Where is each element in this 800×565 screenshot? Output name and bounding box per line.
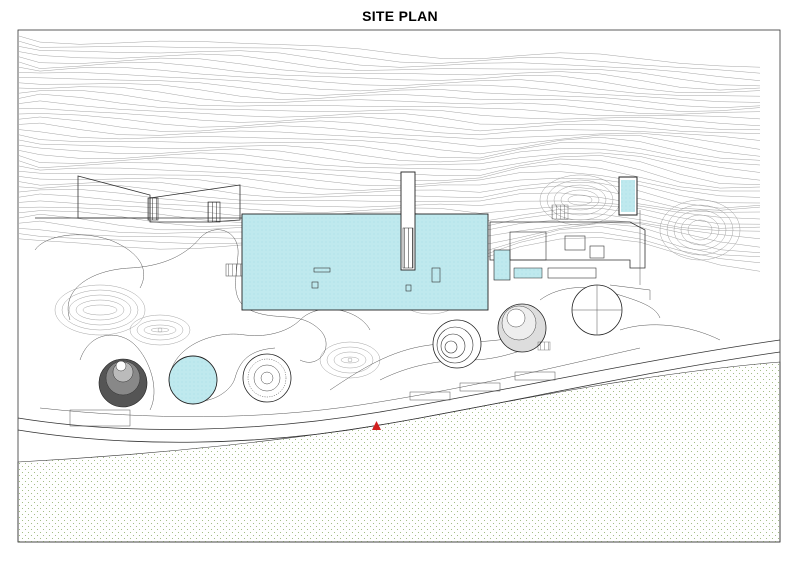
contour-loop (560, 189, 600, 211)
circle-structure-east (571, 284, 623, 336)
contour-line (18, 122, 761, 157)
contour-loop (129, 314, 191, 346)
contour-line (18, 61, 761, 93)
contour-loop (82, 304, 118, 316)
buildings-northwest (35, 175, 242, 223)
buildings-east (489, 176, 651, 300)
round-pool (168, 355, 218, 405)
contour-line (18, 77, 761, 109)
contour-line (18, 72, 761, 103)
page-title: SITE PLAN (362, 8, 438, 24)
contour-loop (666, 204, 734, 256)
contour-loop (546, 179, 614, 221)
contour-loop (673, 209, 727, 251)
contour-line (18, 165, 761, 198)
contour-line (18, 144, 761, 181)
contour-line (18, 40, 761, 74)
contour-line (18, 113, 761, 141)
contour-loop (659, 199, 741, 261)
contour-loop (553, 184, 607, 216)
contour-loop (687, 219, 713, 241)
contour-line (18, 100, 761, 131)
contour-line (18, 46, 761, 81)
contour-loop (61, 289, 139, 331)
contour-line (18, 150, 761, 185)
contour-line (18, 160, 760, 192)
contour-loop (347, 357, 353, 363)
contour-loop (340, 356, 360, 364)
contour-loop (75, 299, 125, 321)
contour-lines (18, 35, 761, 379)
contour-line (18, 51, 761, 87)
contour-line (18, 176, 761, 209)
road (17, 339, 781, 443)
contour-loop (680, 214, 720, 246)
contour-line (18, 56, 761, 91)
contour-line (18, 66, 761, 97)
contour-loop (157, 327, 163, 333)
contour-line (18, 93, 761, 127)
contour-line (18, 139, 761, 173)
contour-loop (319, 341, 381, 379)
contour-line (18, 116, 761, 150)
contour-line (18, 108, 761, 134)
main-pool (241, 213, 489, 311)
contour-line (18, 90, 761, 120)
contour-line (18, 129, 761, 161)
location-marker-icon (372, 421, 381, 430)
contour-loop (136, 319, 184, 341)
spiral-structure (432, 319, 482, 369)
contour-loop (326, 346, 374, 374)
contour-loop (567, 194, 593, 206)
contour-line (18, 155, 761, 189)
circle-structure-west (98, 358, 148, 408)
contour-loop (54, 284, 146, 336)
circle-structure-ring (242, 353, 292, 403)
contour-line (18, 134, 761, 166)
contour-line (18, 170, 761, 204)
circle-structure-dome (497, 303, 551, 353)
contour-line (18, 86, 761, 115)
contour-loop (150, 327, 170, 333)
pier-tower (400, 171, 416, 271)
contour-loop (143, 324, 177, 336)
contour-line (18, 35, 761, 68)
contour-loop (68, 294, 132, 326)
contour-line (18, 82, 761, 112)
road-features (69, 371, 556, 427)
contour-loop (333, 351, 367, 369)
